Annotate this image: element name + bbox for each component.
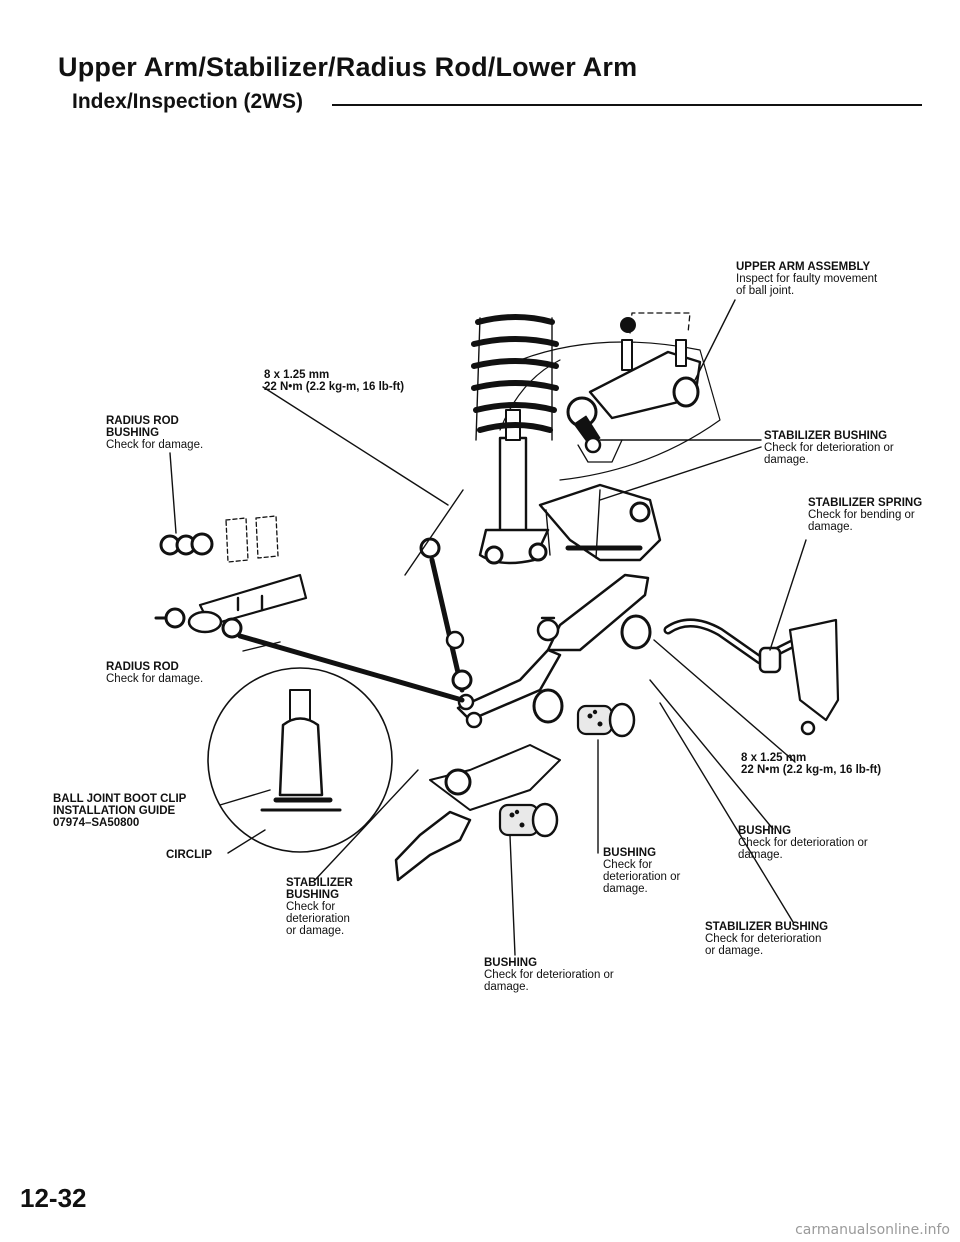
callout-stabilizer-spring: STABILIZER SPRING Check for bending or d… bbox=[808, 497, 922, 533]
callout-upper-arm-assembly: UPPER ARM ASSEMBLY Inspect for faulty mo… bbox=[736, 261, 877, 297]
callout-stabilizer-bushing-lower-title: STABILIZER BUSHING bbox=[705, 921, 829, 933]
callout-stabilizer-bushing-left-text: Check for deterioration or damage. bbox=[286, 901, 350, 937]
strut-assembly bbox=[471, 314, 559, 565]
lower-arm-bushings bbox=[498, 702, 636, 838]
callout-bolt-bottom-torque: 22 N•m (2.2 kg-m, 16 lb-ft) bbox=[741, 764, 882, 776]
body-outline bbox=[519, 341, 721, 481]
callout-bolt-bottom: 8 x 1.25 mm 22 N•m (2.2 kg-m, 16 lb-ft) bbox=[741, 752, 881, 776]
callout-stabilizer-spring-title: STABILIZER SPRING bbox=[808, 497, 923, 509]
callout-radius-rod-bushing: RADIUS ROD BUSHING Check for damage. bbox=[106, 415, 203, 451]
callout-radius-rod: RADIUS ROD Check for damage. bbox=[106, 661, 203, 685]
callout-ball-joint-tool: BALL JOINT BOOT CLIP INSTALLATION GUIDE … bbox=[53, 793, 186, 829]
callout-bushing-bottom-text: Check for deterioration or damage. bbox=[484, 969, 614, 993]
leader-lines bbox=[169, 299, 807, 956]
callout-bolt-top-size: 8 x 1.25 mm bbox=[264, 369, 330, 381]
callout-stabilizer-bushing-right-text: Check for deterioration or damage. bbox=[764, 442, 894, 466]
callout-ball-joint-tool-text: BALL JOINT BOOT CLIP INSTALLATION GUIDE … bbox=[53, 793, 187, 829]
callout-bushing-center: BUSHING Check for deterioration or damag… bbox=[603, 847, 680, 895]
callout-stabilizer-bushing-right: STABILIZER BUSHING Check for deteriorati… bbox=[764, 430, 894, 466]
lower-arm bbox=[394, 573, 652, 882]
steering-knuckle bbox=[538, 439, 662, 562]
section-subtitle: Index/Inspection (2WS) bbox=[72, 90, 304, 113]
callout-bushing-center-title: BUSHING bbox=[603, 847, 657, 859]
callout-circlip: CIRCLIP bbox=[166, 849, 212, 861]
callout-bolt-top: 8 x 1.25 mm 22 N•m (2.2 kg-m, 16 lb-ft) bbox=[264, 369, 404, 393]
callout-bushing-bottom: BUSHING Check for deterioration or damag… bbox=[484, 957, 614, 993]
callout-stabilizer-bushing-right-title: STABILIZER BUSHING bbox=[764, 430, 888, 442]
callout-circlip-title: CIRCLIP bbox=[166, 849, 212, 861]
callout-stabilizer-bushing-left-title: STABILIZER BUSHING bbox=[286, 877, 353, 901]
stabilizer-bar bbox=[663, 618, 840, 736]
callout-bushing-center-text: Check for deterioration or damage. bbox=[603, 859, 681, 895]
callout-upper-arm-title: UPPER ARM ASSEMBLY bbox=[736, 261, 871, 273]
callout-radius-rod-text: Check for damage. bbox=[106, 673, 204, 685]
header-rule bbox=[332, 104, 922, 106]
callout-stabilizer-bushing-lower-text: Check for deterioration or damage. bbox=[705, 933, 822, 957]
callout-bushing-bottom-title: BUSHING bbox=[484, 957, 538, 969]
callout-radius-rod-bushing-title: RADIUS ROD BUSHING bbox=[106, 415, 179, 439]
callout-bolt-top-torque: 22 N•m (2.2 kg-m, 16 lb-ft) bbox=[264, 381, 405, 393]
upper-arm-assembly bbox=[566, 312, 702, 454]
callout-bushing-right-text: Check for deterioration or damage. bbox=[738, 837, 868, 861]
callout-stabilizer-spring-text: Check for bending or damage. bbox=[808, 509, 915, 533]
ball-joint-detail bbox=[207, 667, 393, 853]
radius-rod-group bbox=[154, 515, 465, 703]
callout-upper-arm-text: Inspect for faulty movement of ball join… bbox=[736, 273, 878, 297]
watermark-text: carmanualsonline.info bbox=[795, 1222, 950, 1238]
callout-radius-rod-bushing-text: Check for damage. bbox=[106, 439, 204, 451]
callout-stabilizer-bushing-lower: STABILIZER BUSHING Check for deteriorati… bbox=[705, 921, 828, 957]
callout-bolt-bottom-size: 8 x 1.25 mm bbox=[741, 752, 807, 764]
callout-bushing-right: BUSHING Check for deterioration or damag… bbox=[738, 825, 868, 861]
callout-stabilizer-bushing-left: STABILIZER BUSHING Check for deteriorati… bbox=[286, 877, 353, 937]
callout-bushing-right-title: BUSHING bbox=[738, 825, 792, 837]
callout-radius-rod-title: RADIUS ROD bbox=[106, 661, 179, 673]
page-title: Upper Arm/Stabilizer/Radius Rod/Lower Ar… bbox=[58, 52, 638, 82]
page-number: 12-32 bbox=[20, 1183, 87, 1213]
